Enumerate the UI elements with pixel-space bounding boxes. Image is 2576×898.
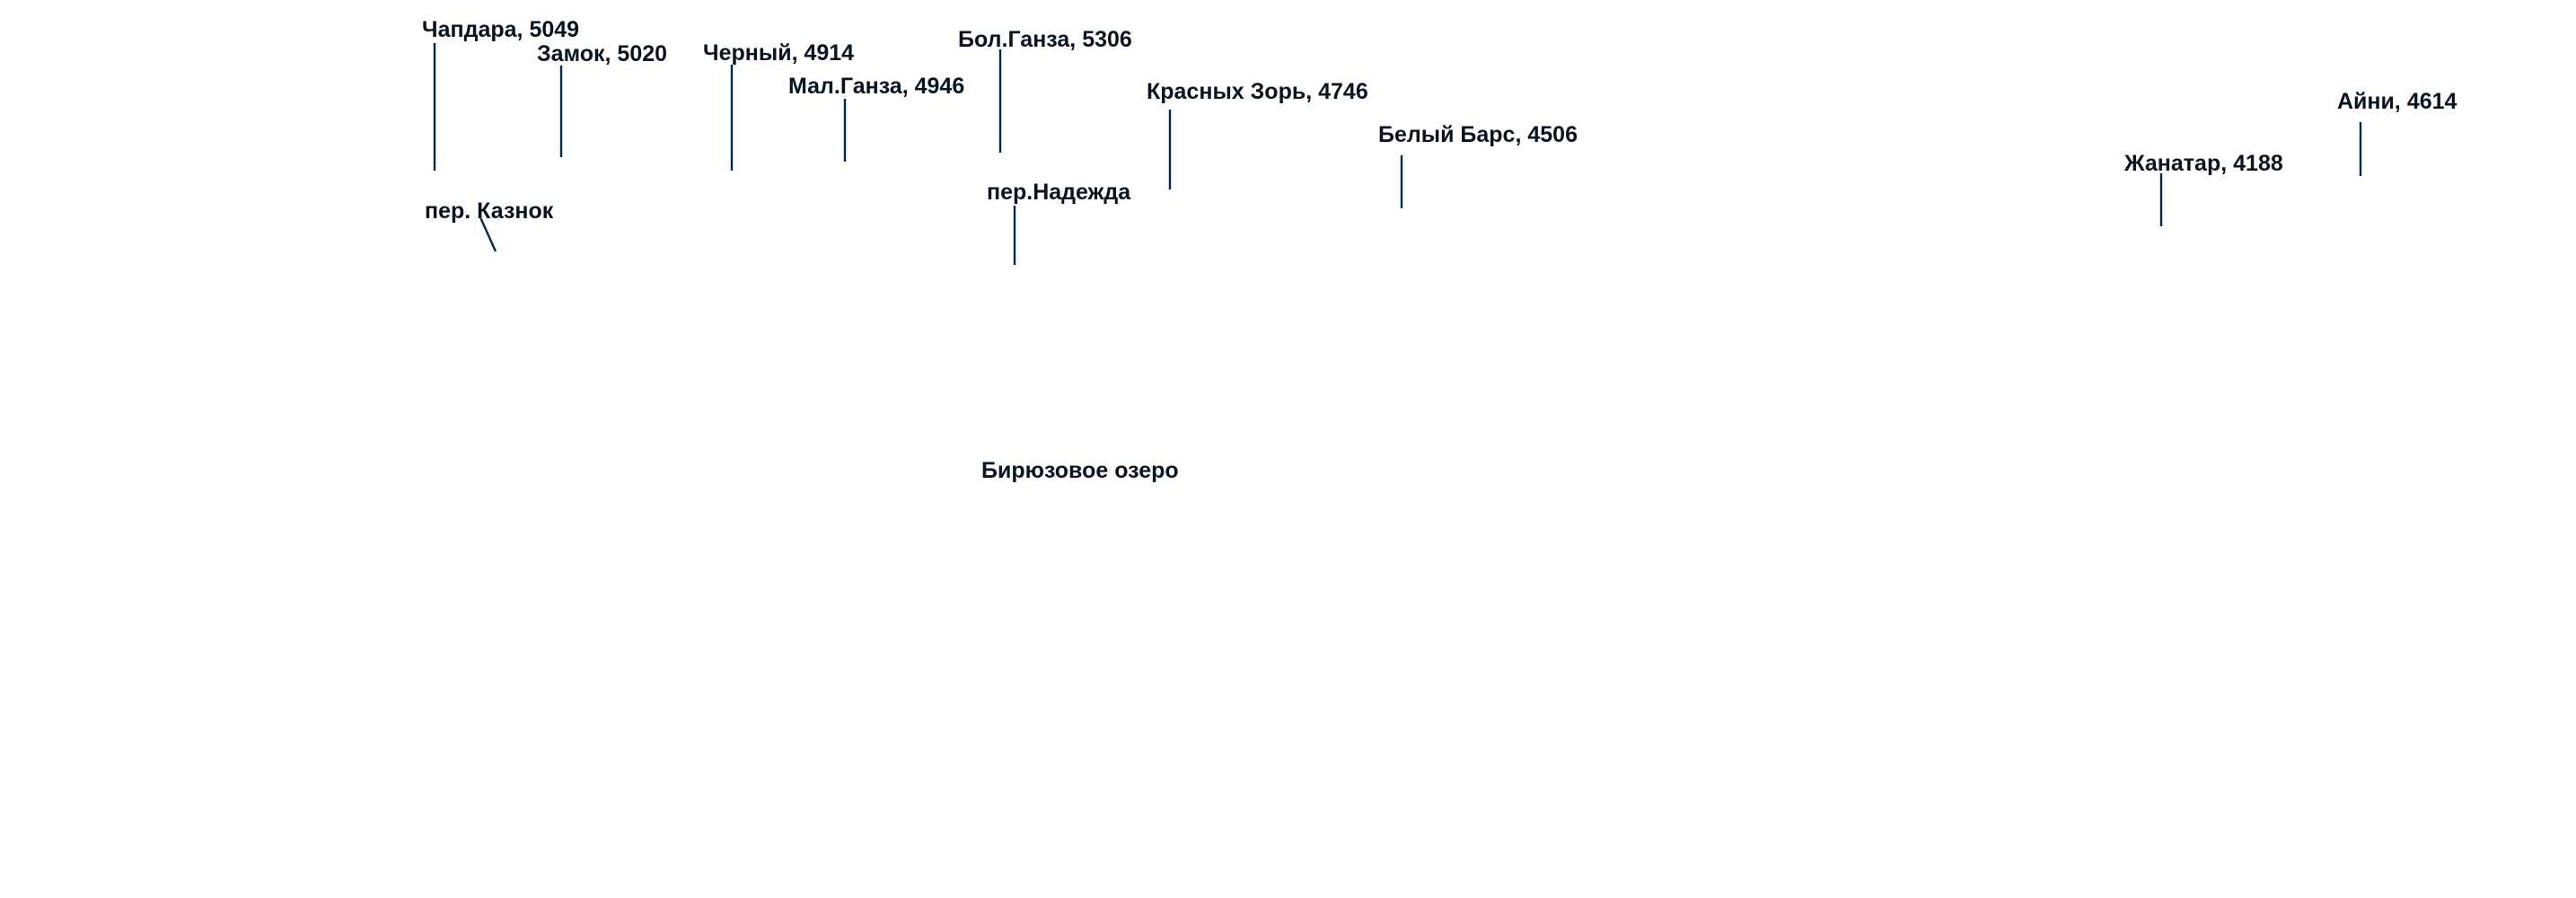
peak-elevation: 4614: [2406, 89, 2457, 114]
peak-label-aini: Айни, 4614: [2337, 89, 2457, 114]
peak-name: Мал.Ганза: [788, 74, 902, 99]
peak-name: Жанатар: [2124, 151, 2221, 176]
pass-label-nadezhda: пер.Надежда: [987, 179, 1131, 206]
peak-name: Бол.Ганза: [958, 27, 1070, 52]
lake-name: Бирюзовое озеро: [981, 458, 1179, 483]
peak-label-bely-bars: Белый Барс, 4506: [1378, 122, 1578, 147]
leader-pass-kaznok: [479, 216, 497, 252]
peak-elevation: 4506: [1527, 122, 1578, 147]
peak-label-zamok: Замок, 5020: [537, 41, 668, 66]
peak-name: Чапдара: [422, 17, 517, 42]
pass-name: пер. Казнок: [425, 198, 554, 224]
peak-label-krasnykh-zor: Красных Зорь, 4746: [1147, 79, 1368, 104]
peak-elevation: 4188: [2233, 151, 2283, 176]
peak-elevation: 4746: [1318, 79, 1368, 104]
peak-elevation: 4946: [914, 74, 965, 99]
lake-label: Бирюзовое озеро: [981, 457, 1179, 484]
peak-label-zhanatar: Жанатар, 4188: [2124, 151, 2283, 176]
peak-label-chapdara: Чапдара, 5049: [422, 17, 580, 42]
peak-name: Красных Зорь: [1147, 79, 1306, 104]
peak-name: Айни: [2337, 89, 2395, 114]
peak-elevation: 5020: [617, 41, 668, 66]
peak-elevation: 5049: [529, 17, 580, 42]
peak-name: Белый Барс: [1378, 122, 1516, 147]
peak-elevation: 4914: [804, 40, 855, 66]
peak-name: Черный: [703, 40, 792, 66]
peak-label-bol-ganza: Бол.Ганза, 5306: [958, 27, 1132, 52]
peak-name: Замок: [537, 41, 605, 66]
pass-name: пер.Надежда: [987, 180, 1131, 205]
peak-elevation: 5306: [1082, 27, 1132, 52]
pass-label-kaznok: пер. Казнок: [425, 198, 554, 224]
peak-label-mal-ganza: Мал.Ганза, 4946: [788, 74, 965, 99]
peak-label-cherny: Черный, 4914: [703, 40, 855, 66]
